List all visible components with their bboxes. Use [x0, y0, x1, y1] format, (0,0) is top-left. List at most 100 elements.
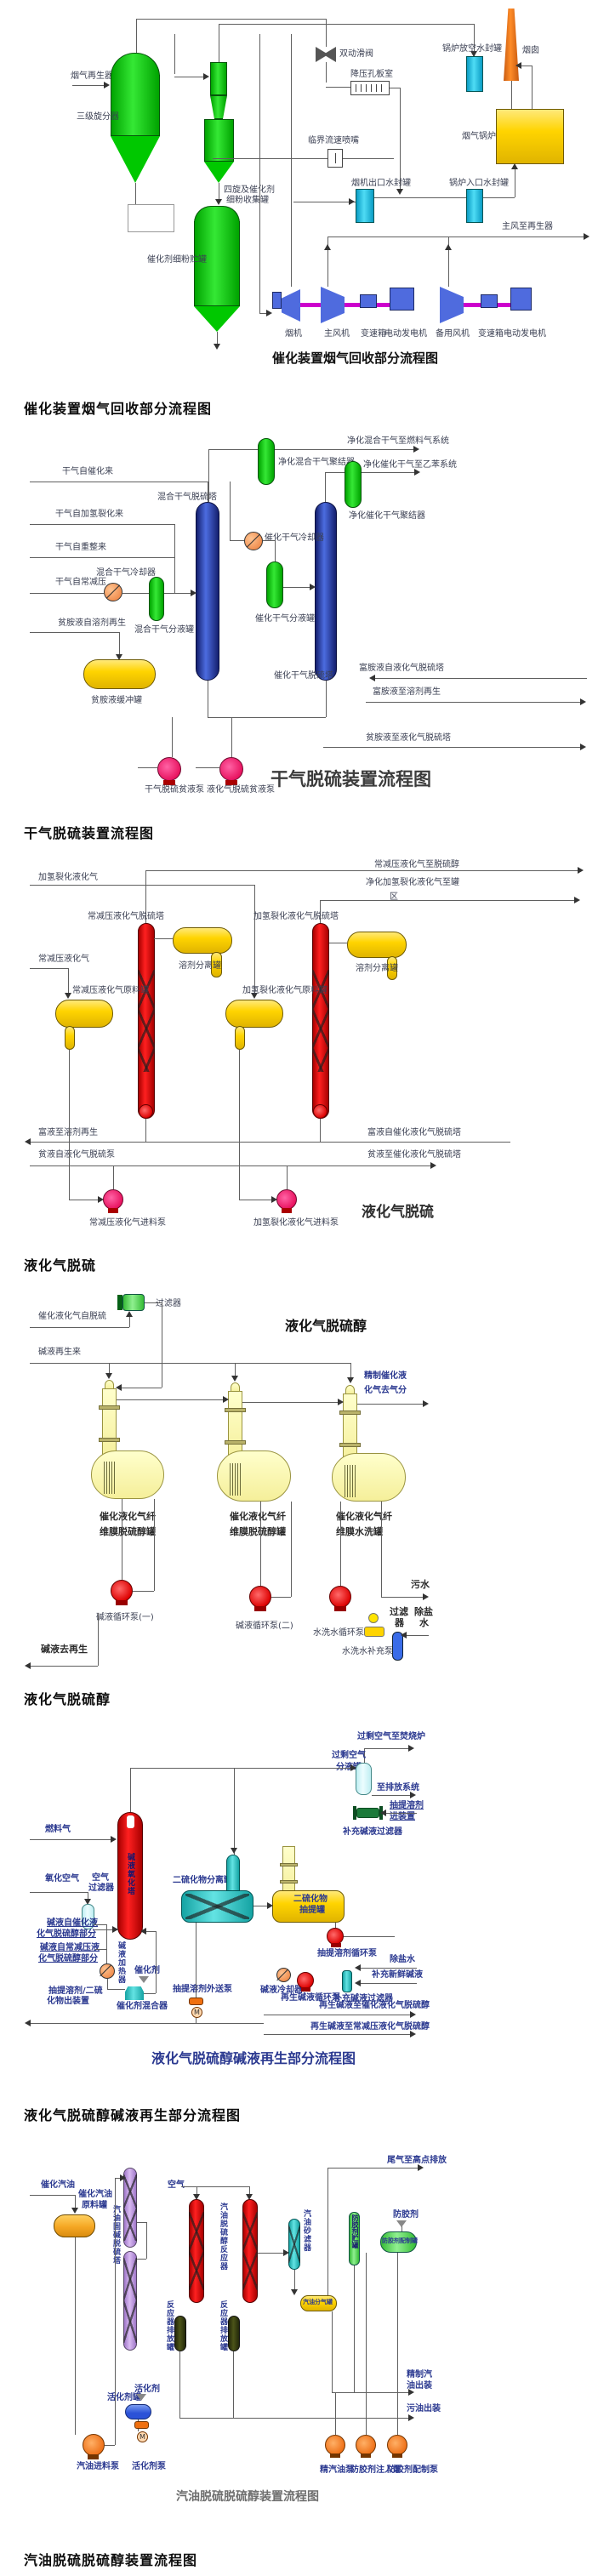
- label-feed-tank-line2: 原料罐: [82, 2201, 107, 2210]
- pipe: [115, 2178, 116, 2445]
- label-motor-generator: 电动发电机: [384, 329, 427, 339]
- tower-bottoms-pump-2: [313, 1104, 327, 1119]
- label-makeup-caustic-filter-2: 补充碱液过滤器: [333, 1994, 393, 2003]
- feed-filter: [122, 1294, 145, 1311]
- flow-arrow-icon: [283, 2249, 289, 2256]
- label-lean-to-cat-tower: 贫液至催化液化气脱硫塔: [367, 1150, 461, 1160]
- antigum-prep-pump: [387, 2435, 407, 2455]
- pipe: [264, 2034, 413, 2035]
- flow-arrow-icon: [350, 1764, 356, 1771]
- label-main-air-blower: 主风机: [324, 329, 350, 339]
- fiber-bundle: [345, 1465, 356, 1497]
- label-refined-lpg-line1: 精制催化液: [364, 1371, 407, 1381]
- pipe: [242, 1402, 341, 1403]
- flow-arrow-icon: [349, 198, 355, 205]
- label-disulfide-separator: 二硫化物分离罐: [173, 1876, 232, 1885]
- pipe: [294, 2270, 295, 2294]
- label-refined-gasoline-pump: 精汽油泵: [320, 2465, 354, 2475]
- flow-arrow-icon: [231, 1376, 238, 1382]
- flow-arrow-icon: [25, 1138, 31, 1145]
- pipe: [69, 1050, 70, 1200]
- fines-tank-dome: [194, 206, 240, 223]
- flow-arrow-icon: [584, 233, 589, 240]
- flange-band: [280, 1880, 298, 1884]
- gasoline-gas-separator: [300, 2295, 337, 2311]
- pipe: [275, 449, 417, 450]
- label-chimney: 烟囱: [522, 46, 539, 55]
- label-fourth-cyclone-line1: 四旋及催化剂: [224, 185, 275, 195]
- pipe: [366, 702, 584, 703]
- label-air-filter-line1: 空气: [92, 1873, 109, 1883]
- shaft: [464, 303, 481, 307]
- pipe: [511, 81, 512, 109]
- regen-caustic-circ-pump: [297, 1972, 314, 1989]
- reactor-drain-tank-1: [174, 2316, 186, 2351]
- pipe: [344, 1936, 395, 1937]
- pipe: [30, 1363, 350, 1364]
- mixed-gas-separator: [149, 577, 164, 621]
- label-rich-amine-to-regen: 富胺液至溶剂再生: [373, 687, 441, 697]
- pipe: [143, 1931, 156, 1932]
- pipe: [474, 24, 475, 56]
- flow-arrow-icon: [413, 446, 419, 453]
- flange-band: [280, 1863, 298, 1866]
- pipe: [107, 1979, 108, 1989]
- antigum-injection-pump: [356, 2435, 376, 2455]
- air-filter: [82, 1904, 94, 1929]
- flow-arrow-icon: [191, 590, 196, 596]
- label-flue-gas-from-regenerator: 烟气再生器来: [71, 71, 122, 81]
- label-antigum-injection-pump: 防胶剂注入泵: [350, 2465, 402, 2475]
- tower-packing: [138, 970, 155, 1072]
- flow-arrow-icon: [140, 1928, 146, 1935]
- label-merox-reactor: 汽油脱硫醇反应器: [219, 2203, 227, 2271]
- double-slide-valve-icon: [316, 47, 336, 62]
- flow-arrow-icon: [470, 51, 477, 57]
- vac-lpg-feed-pump: [103, 1189, 123, 1210]
- turbine-inlet: [272, 292, 282, 309]
- pipe: [320, 900, 578, 901]
- flow-arrow-icon: [580, 744, 586, 750]
- pipe: [320, 1119, 321, 1142]
- label-wash-water-makeup-pump: 水洗水补充泵: [342, 1647, 393, 1656]
- label-mixed-gas-cooler: 混合干气冷却器: [96, 568, 156, 578]
- label-regen-caustic-to-vac: 再生碱液至常减压液化气脱硫醇: [310, 2022, 430, 2032]
- label-double-slide-valve: 双动滑阀: [339, 49, 373, 59]
- pipe: [326, 19, 327, 47]
- label-solvent-out-line2: 化物出装置: [47, 1997, 89, 2006]
- flow-arrow-icon: [355, 1980, 361, 1986]
- shaft: [345, 303, 360, 307]
- pipe: [196, 767, 219, 768]
- label-purified-hc-lpg-line1: 净化加氢裂化液化气至罐: [366, 878, 459, 887]
- cat-gas-separator: [266, 561, 283, 608]
- flow-arrow-icon: [580, 698, 586, 705]
- label-caustic-from-vac-line2: 化气脱硫醇部分: [38, 1954, 98, 1963]
- pipe: [354, 2265, 355, 2392]
- flow-arrow-icon: [410, 1792, 416, 1798]
- extract-solvent-circ-pump: [327, 1928, 344, 1945]
- diagram-title-6: 汽油脱硫脱硫醇装置流程图: [176, 2490, 319, 2504]
- diagram-title-2: 干气脱硫装置流程图: [271, 769, 431, 789]
- flow-arrow-icon: [120, 2174, 126, 2181]
- pipe: [357, 1983, 417, 1984]
- label-antigum-prep-pump: 防胶剂配制泵: [387, 2465, 438, 2475]
- label-vac-lpg-in: 常减压液化气: [38, 955, 89, 964]
- flow-arrow-icon: [355, 1964, 361, 1971]
- disulfide-separator-neck: [226, 1855, 240, 1895]
- flow-arrow-icon: [401, 1632, 407, 1638]
- section-heading-4: 液化气脱硫醇: [24, 1691, 111, 1707]
- label-fcc-gasoline-in: 催化汽油: [41, 2180, 75, 2190]
- section-heading-3: 液化气脱硫: [24, 1257, 97, 1274]
- pipe: [483, 197, 515, 198]
- solvent-separator-2: [347, 932, 407, 958]
- label-gasoline-feed-pump: 汽油进料泵: [77, 2462, 119, 2471]
- label-hc-lpg-tower: 加氢裂化液化气脱硫塔: [253, 912, 339, 921]
- chimney: [504, 9, 519, 81]
- pipe: [145, 1302, 162, 1303]
- pipe: [30, 593, 104, 594]
- pipe: [287, 1165, 288, 1189]
- diagram-title-4: 液化气脱硫醇: [285, 1318, 367, 1334]
- pump-base: [225, 780, 237, 785]
- pipe: [259, 313, 271, 314]
- pipe: [174, 524, 175, 593]
